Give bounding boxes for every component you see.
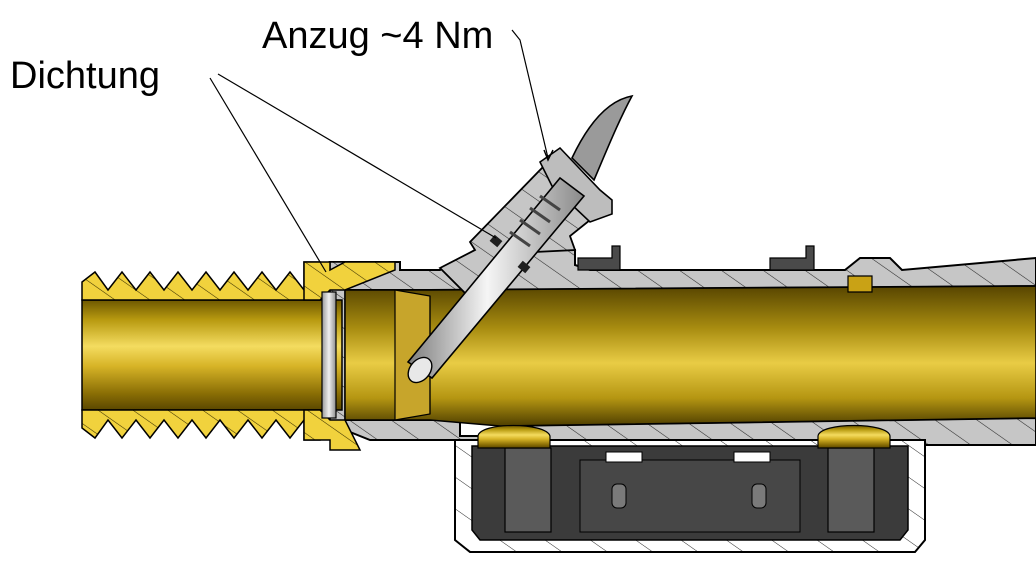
probe-assembly [406,94,634,384]
threaded-connector [81,261,396,451]
top-clip-left [577,245,621,271]
brass-bore [344,285,1036,427]
brass-pin [847,275,873,293]
probe-seal-upper [489,234,503,248]
seal-leader-to-ring [209,77,327,273]
torque-label: Anzug ~4 Nm [262,15,493,57]
seal-ring [321,291,337,419]
torque-leader [511,29,549,159]
seal-label: Dichtung [10,55,160,97]
meter-housing [454,424,926,553]
leader-lines [209,29,554,273]
top-clip-right [769,245,815,271]
seal-leader-to-probe-seal [217,73,497,239]
probe-seal-lower [517,260,531,274]
